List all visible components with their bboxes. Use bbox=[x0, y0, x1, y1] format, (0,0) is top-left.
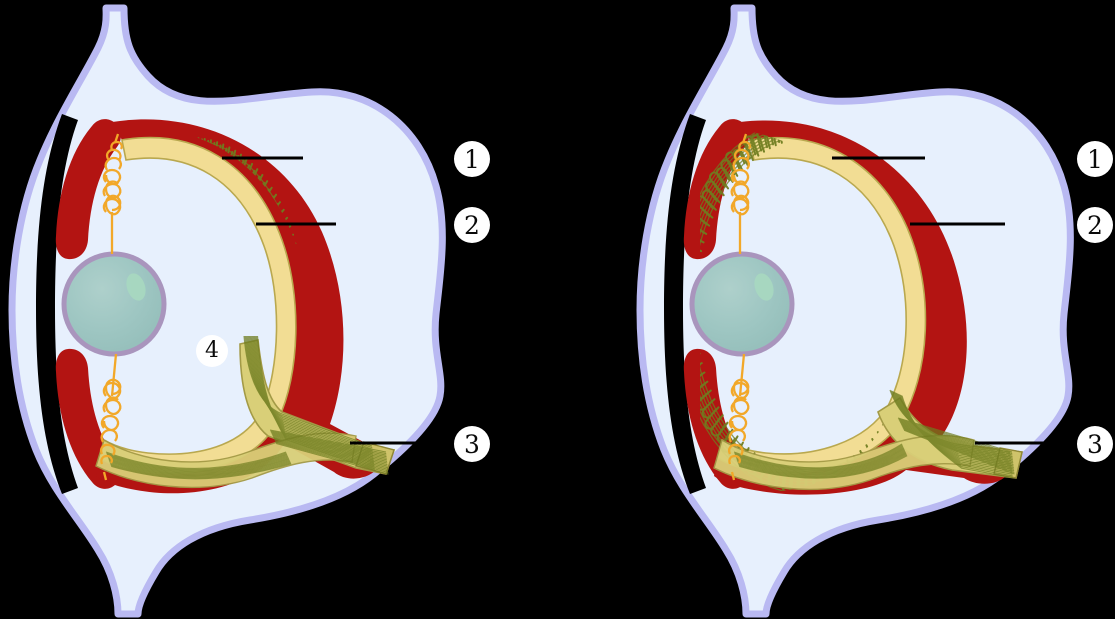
right-nerve-fibers bbox=[733, 389, 1015, 479]
callout-2-right[interactable]: 2 bbox=[1077, 207, 1113, 243]
callout-3-right[interactable]: 3 bbox=[1077, 426, 1113, 462]
left-leader-lines bbox=[222, 156, 433, 445]
callout-4-left[interactable]: 4 bbox=[196, 335, 228, 367]
left-eye-panel bbox=[8, 4, 446, 618]
left-lens bbox=[61, 251, 167, 357]
right-eye-panel bbox=[636, 4, 1074, 618]
right-lens bbox=[689, 251, 795, 357]
callout-1-left[interactable]: 1 bbox=[454, 141, 490, 177]
callout-2-left[interactable]: 2 bbox=[454, 207, 490, 243]
right-leader-lines bbox=[832, 156, 1055, 445]
left-zonule-fibers bbox=[99, 133, 123, 481]
right-zonule-fibers bbox=[727, 133, 751, 481]
left-nerve-fibers bbox=[105, 335, 389, 480]
callout-3-left[interactable]: 3 bbox=[454, 426, 490, 462]
right-lower-retina bbox=[713, 434, 975, 491]
callout-1-right[interactable]: 1 bbox=[1077, 141, 1113, 177]
